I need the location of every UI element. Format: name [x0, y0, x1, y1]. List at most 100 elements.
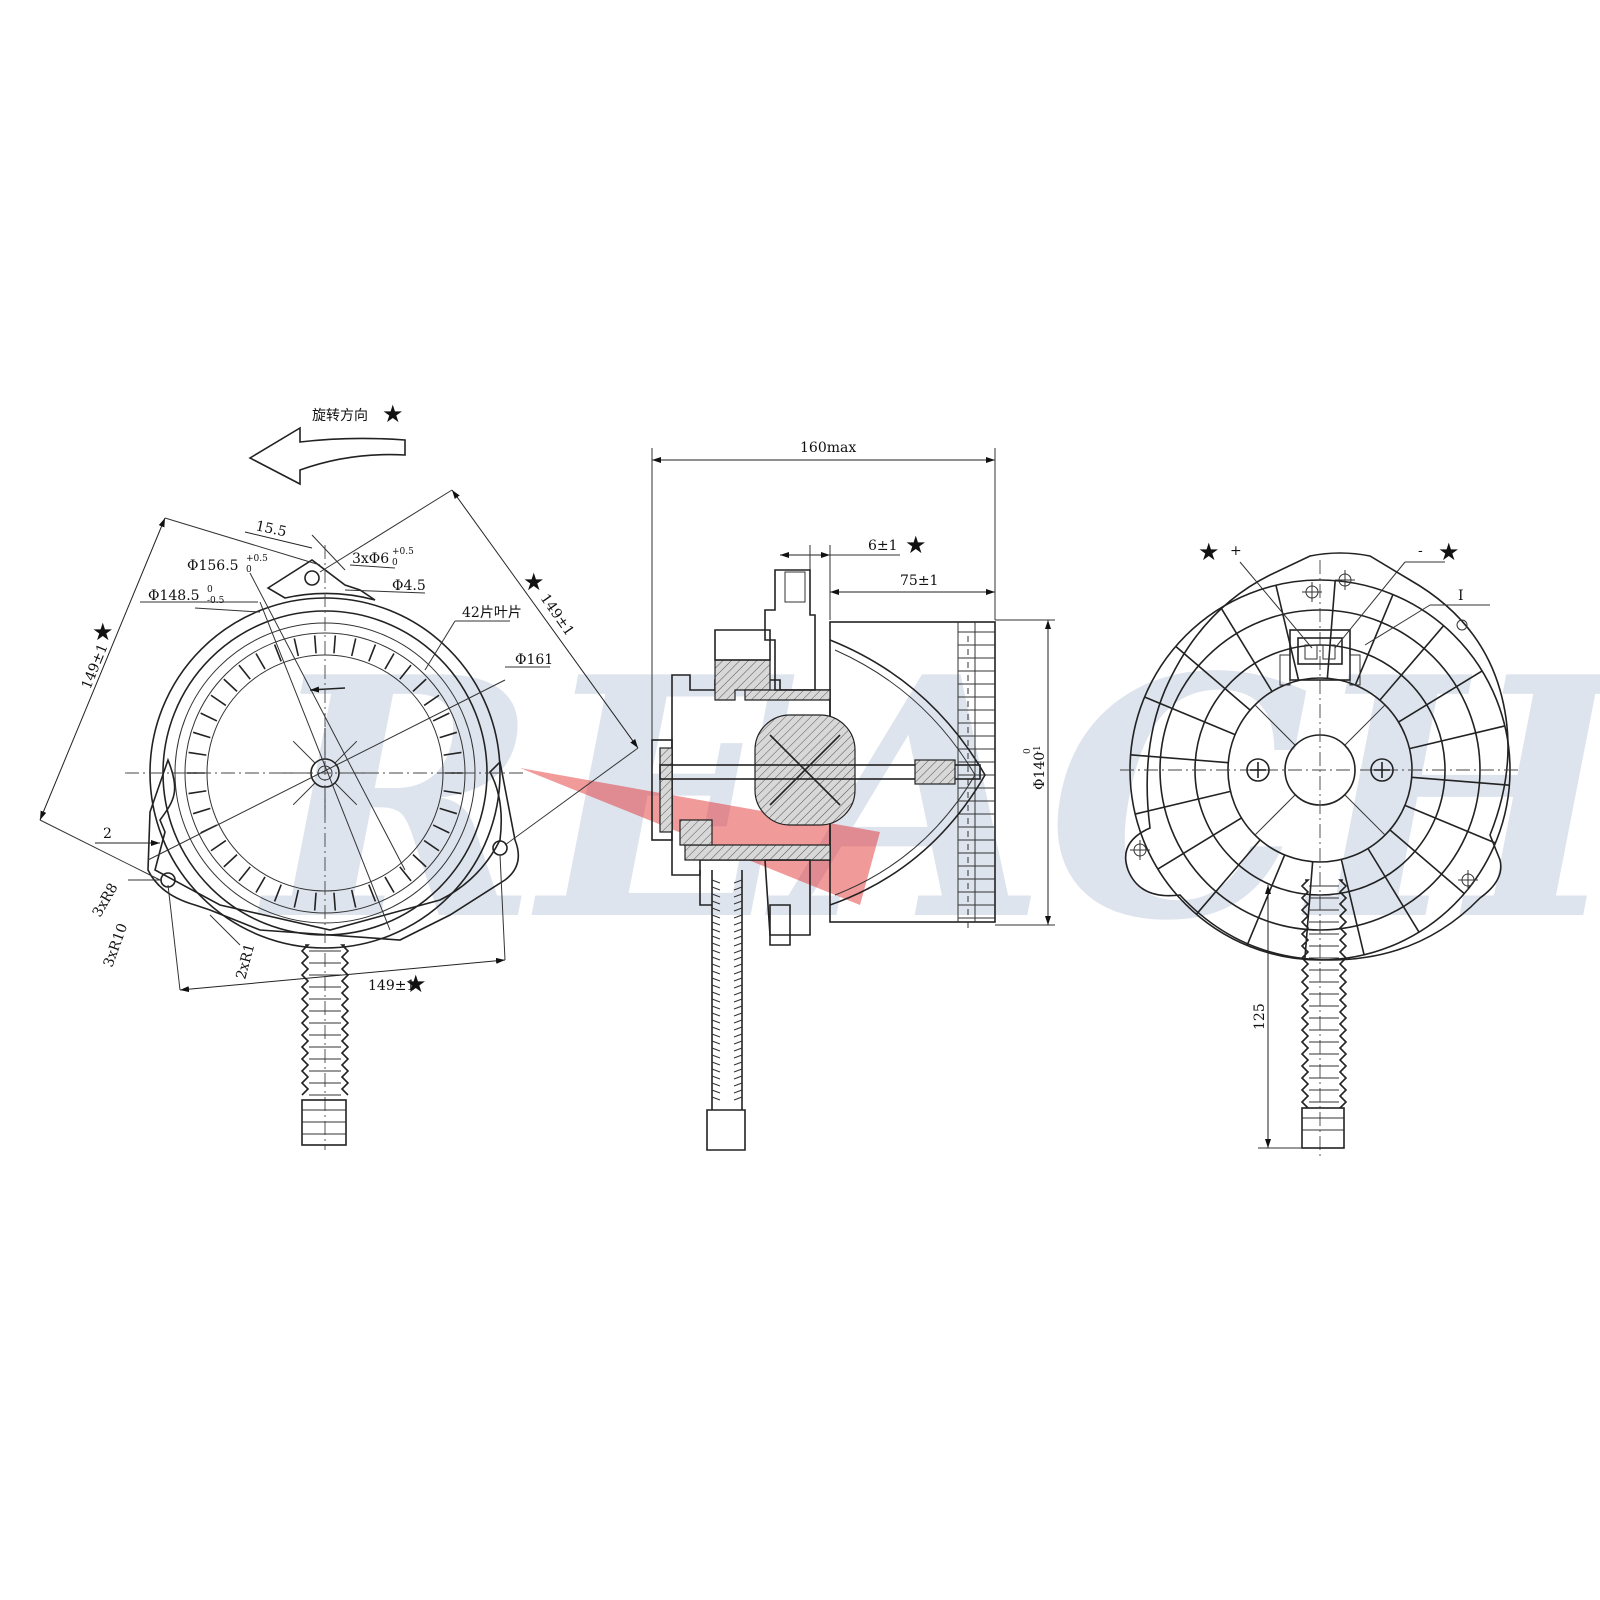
lower-boss — [764, 859, 811, 936]
dim-r1: 2xR1 — [233, 942, 258, 981]
dim-156-5: Φ156.5 — [187, 558, 239, 574]
rear-rib — [1367, 848, 1420, 933]
fan-blade — [350, 889, 357, 908]
fan-blade — [210, 694, 227, 707]
cable-edge — [1300, 879, 1310, 1109]
dim-160: 160max — [800, 440, 856, 456]
rear-rib — [1220, 607, 1273, 692]
dim-148-5-tol2: -0.5 — [207, 596, 225, 606]
dim-148-leader — [259, 601, 391, 931]
dim-140-tol2: -1 — [1033, 745, 1043, 754]
rear-rib — [1275, 584, 1300, 681]
dim-149-bottom-star: ★ — [405, 970, 427, 998]
dim-148-5-tol: 0 — [207, 585, 213, 595]
fan-blade — [399, 866, 412, 882]
rear-flange — [1124, 552, 1509, 961]
fan-blade — [293, 889, 300, 908]
rear-rib — [1389, 829, 1465, 895]
dim-148-5: Φ148.5 — [148, 588, 200, 604]
screw-left-icon — [1246, 758, 1270, 782]
fan-blade — [200, 712, 218, 722]
rear-rib — [1144, 696, 1236, 736]
fan-blade — [412, 678, 427, 692]
dim-6: 6±1 — [868, 538, 898, 554]
side-section-view: 160max 6±1 ★ 75±1 Φ140 0 -1 — [651, 440, 1055, 1151]
fan-blade — [238, 664, 251, 680]
dim-149-right-star: ★ — [523, 568, 545, 596]
watermark: REACH — [255, 605, 1600, 993]
fan-blade — [210, 839, 227, 852]
fan-blade — [313, 892, 317, 911]
minus-label: - — [1418, 543, 1423, 559]
fan-blade — [350, 638, 357, 657]
fan-blade — [223, 678, 238, 692]
fan-blade — [384, 876, 395, 893]
dim-75: 75±1 — [900, 573, 938, 589]
electrical-connector — [1279, 629, 1361, 686]
dim-2: 2 — [103, 826, 112, 842]
side-cable — [699, 870, 743, 1110]
dim-125: 125 — [1252, 1003, 1268, 1030]
fan-blade — [423, 694, 440, 707]
dim-161: Φ161 — [515, 652, 553, 668]
fan-blade — [255, 653, 266, 670]
fan-blade — [368, 884, 377, 902]
fan-blade — [443, 790, 462, 795]
rear-rib — [1134, 790, 1231, 815]
watermark-text: REACH — [255, 605, 1600, 993]
fan-blade — [333, 892, 337, 911]
rear-rib — [1175, 645, 1251, 711]
fan-blade — [384, 653, 395, 670]
rear-cable — [1300, 879, 1348, 1109]
rear-view: ★ + - ★ I 125 — [1120, 538, 1520, 1160]
rear-rib — [1379, 625, 1445, 701]
plus-star: ★ — [1198, 538, 1220, 566]
dim-156-5-tol: +0.5 — [246, 554, 268, 564]
dim-holes: 3xΦ6 — [352, 551, 389, 567]
fan-blade — [293, 638, 300, 657]
rear-rib — [1130, 754, 1229, 764]
plus-label: + — [1230, 543, 1242, 559]
rotation-label: 旋转方向 — [312, 408, 368, 424]
hub-spoke — [334, 782, 358, 806]
hub-spoke — [334, 740, 358, 764]
rear-rib — [1404, 804, 1496, 844]
blades-leader — [424, 620, 456, 671]
rear-rib — [1340, 859, 1365, 956]
rear-rib — [1195, 839, 1261, 915]
fan-blade — [273, 644, 282, 662]
shaft-hub — [914, 759, 956, 785]
fan-blade — [412, 854, 427, 868]
dim-161-leader — [147, 679, 506, 861]
rotation-star: ★ — [382, 400, 404, 428]
rotation-arrow-icon — [248, 426, 406, 486]
inner-rotation-arrow-icon — [309, 686, 346, 693]
dim-r10: 3xR10 — [101, 921, 131, 969]
dim-holes-tol2: 0 — [392, 558, 398, 568]
screw-right-icon — [1370, 758, 1394, 782]
brush-block-hatch — [679, 819, 713, 846]
rear-rib — [1411, 776, 1510, 786]
dim-149-bottom: 149±1 — [368, 978, 415, 994]
hub-spoke — [292, 782, 316, 806]
fan-blade — [432, 712, 450, 722]
dim-149-left-star: ★ — [92, 618, 114, 646]
fan-blade — [192, 807, 211, 815]
dim-149-left-line — [39, 517, 166, 821]
dim-156-leader — [249, 572, 406, 871]
fan-blade — [313, 635, 317, 654]
dim-r8: 3xR8 — [90, 881, 122, 920]
rear-connector-plug — [1301, 1107, 1345, 1149]
rear-mount-holes — [1130, 570, 1478, 890]
dim-holes-tol: +0.5 — [392, 547, 414, 557]
dim-140: Φ140 — [1032, 752, 1048, 790]
fan-blade — [273, 884, 282, 902]
fan-blades — [187, 635, 463, 911]
dim-149-left: 149±1 — [79, 642, 112, 692]
dim-156-5-tol2: 0 — [246, 565, 252, 575]
dim-15-5: 15.5 — [254, 518, 288, 540]
hub-spoke — [292, 740, 316, 764]
rear-rib — [1398, 670, 1483, 723]
fan-blade — [192, 731, 211, 739]
